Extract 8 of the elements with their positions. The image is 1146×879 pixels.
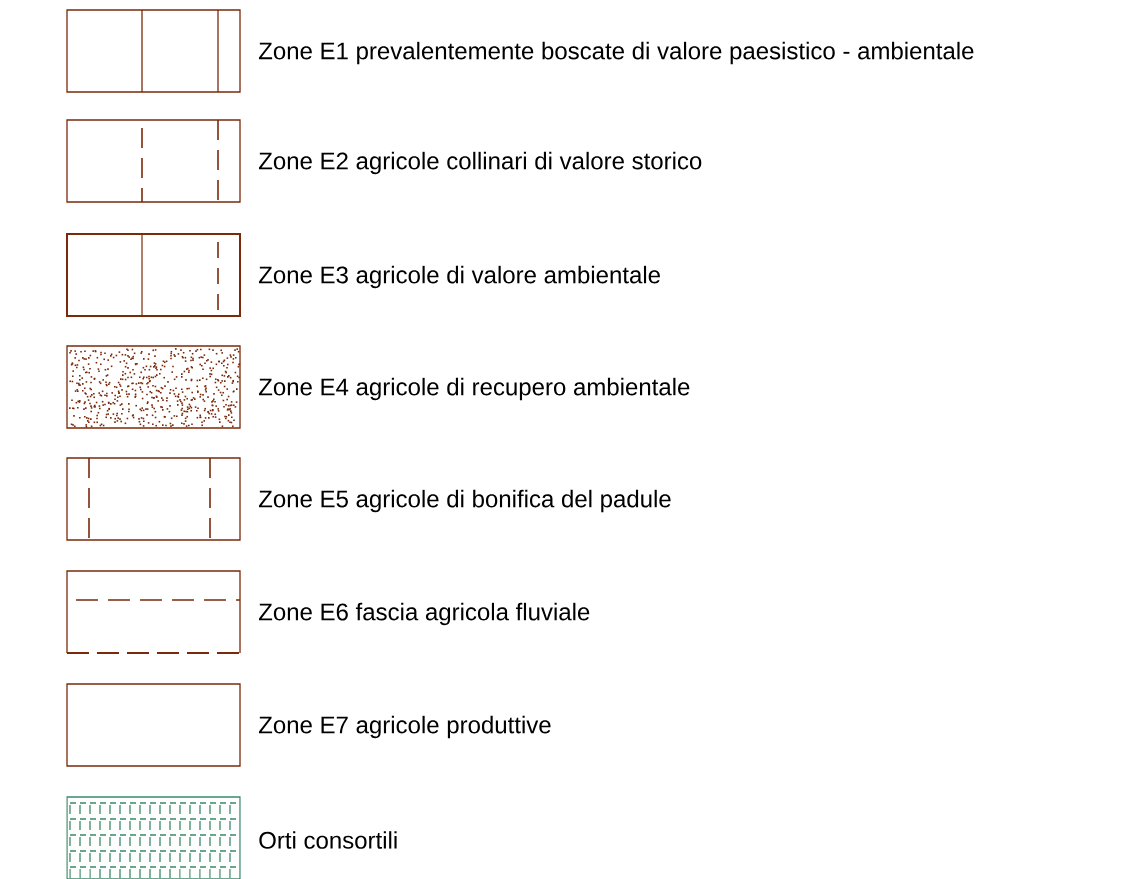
legend-label: Zone E5 agricole di bonifica del padule	[258, 489, 671, 513]
legend-label: Zone E3 agricole di valore ambientale	[258, 265, 660, 289]
legend-label: Zone E4 agricole di recupero ambientale	[258, 377, 690, 401]
legend-label: Zone E6 fascia agricola fluviale	[258, 602, 590, 626]
legend-label: Zone E1 prevalentemente boscate di valore paesistico - ambientale	[258, 41, 974, 65]
legend-label: Orti consortili	[259, 831, 397, 849]
legend-label: Zone E2 agricole collinari di valore storico	[258, 151, 702, 175]
legend-label: Zone E7 agricole produttive	[258, 715, 551, 739]
